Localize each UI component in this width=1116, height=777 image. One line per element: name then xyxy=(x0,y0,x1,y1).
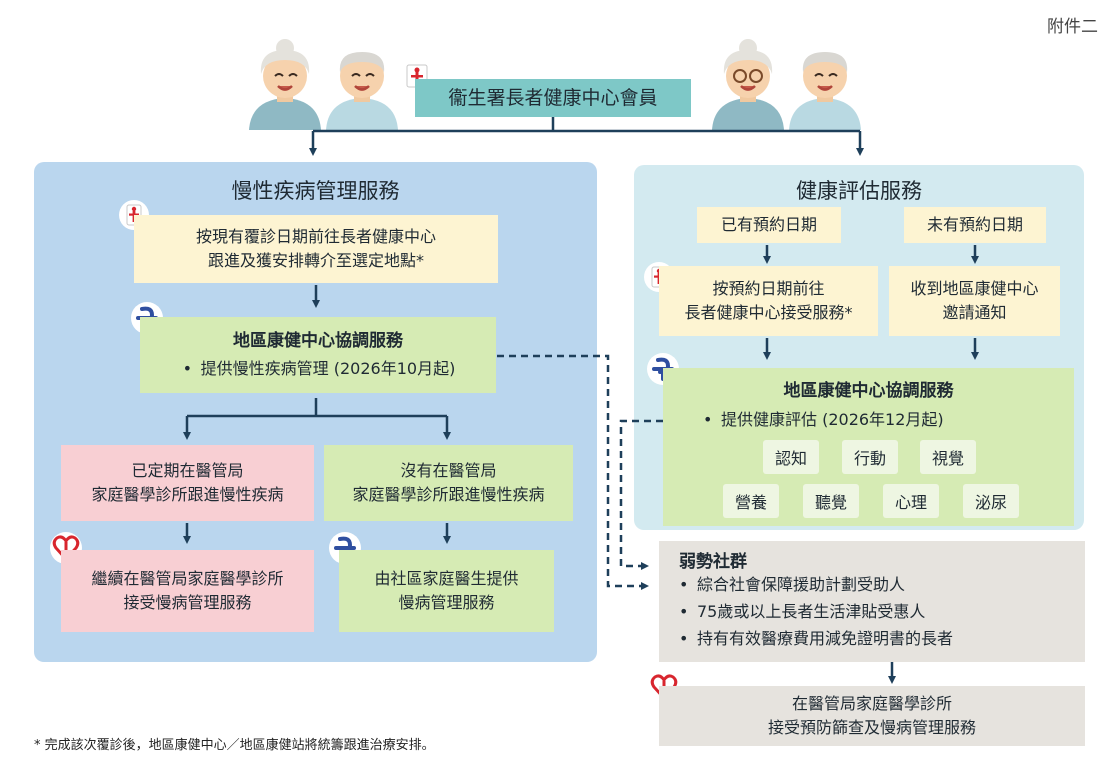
chronic-step1-box: 按現有覆診日期前往長者健康中心 跟進及獲安排轉介至選定地點* xyxy=(134,215,498,283)
assessment-dhc-box: 地區康健中心協調服務 提供健康評估 (2026年12月起) 認知 行動 視覺 營… xyxy=(663,368,1074,526)
chronic-dhc-title: 地區康健中心協調服務 xyxy=(233,331,403,351)
assessment-without-result-line1: 收到地區康健中心 xyxy=(910,279,1039,298)
chronic-dhc-box: 地區康健中心協調服務 提供慢性疾病管理 (2026年10月起) xyxy=(140,317,496,393)
elderly-woman-icon xyxy=(712,39,784,130)
footnote: * 完成該次覆診後，地區康健中心／地區康健站將統籌跟進治療安排。 xyxy=(34,738,435,753)
assessment-with-appt-box: 已有預約日期 xyxy=(697,207,841,243)
chronic-right-branch-box: 沒有在醫管局 家庭醫學診所跟進慢性疾病 xyxy=(324,445,573,521)
chronic-dhc-bullet: 提供慢性疾病管理 (2026年10月起) xyxy=(181,357,456,381)
vulnerable-item: 75歲或以上長者生活津貼受惠人 xyxy=(677,600,953,624)
elderly-man-icon xyxy=(326,52,398,130)
assessment-with-result-line2: 長者健康中心接受服務* xyxy=(684,303,853,322)
vulnerable-box: 弱勢社群 綜合社會保障援助計劃受助人 75歲或以上長者生活津貼受惠人 持有有效醫… xyxy=(659,541,1085,662)
assessment-without-result-box: 收到地區康健中心 邀請通知 xyxy=(889,266,1060,336)
assessment-with-result-box: 按預約日期前往 長者健康中心接受服務* xyxy=(659,266,878,336)
elderly-man-icon xyxy=(789,52,861,130)
final-box: 在醫管局家庭醫學診所 接受預防篩查及慢病管理服務 xyxy=(659,686,1085,746)
chronic-left-branch-line1: 已定期在醫管局 xyxy=(131,461,244,480)
chronic-title: 慢性疾病管理服務 xyxy=(231,179,400,203)
chronic-right-branch-line1: 沒有在醫管局 xyxy=(400,461,497,480)
chip-psychology: 心理 xyxy=(883,484,939,518)
assessment-without-appt-box: 未有預約日期 xyxy=(904,207,1046,243)
chip-hearing: 聽覺 xyxy=(803,484,859,518)
member-title-box: 衞生署長者健康中心會員 xyxy=(415,79,691,117)
assessment-with-appt: 已有預約日期 xyxy=(720,215,817,234)
chronic-left-result-line1: 繼續在醫管局家庭醫學診所 xyxy=(91,569,284,588)
elderly-woman-icon xyxy=(249,39,321,130)
chronic-step1-line1: 按現有覆診日期前往長者健康中心 xyxy=(195,227,436,246)
assessment-without-result-line2: 邀請通知 xyxy=(942,303,1007,322)
chip-mobility: 行動 xyxy=(842,440,898,474)
member-title: 衞生署長者健康中心會員 xyxy=(448,87,658,109)
chronic-left-branch-box: 已定期在醫管局 家庭醫學診所跟進慢性疾病 xyxy=(61,445,314,521)
assessment-title: 健康評估服務 xyxy=(796,179,922,203)
chronic-right-result-line2: 慢病管理服務 xyxy=(398,593,495,612)
vulnerable-title: 弱勢社群 xyxy=(679,552,747,572)
assessment-with-result-line1: 按預約日期前往 xyxy=(712,279,825,298)
assessment-dhc-title: 地區康健中心協調服務 xyxy=(783,381,954,401)
chronic-left-result-line2: 接受慢病管理服務 xyxy=(123,593,252,612)
chronic-right-result-line1: 由社區家庭醫生提供 xyxy=(374,569,519,588)
assessment-dhc-bullet: 提供健康評估 (2026年12月起) xyxy=(701,408,944,432)
final-line1: 在醫管局家庭醫學診所 xyxy=(791,694,952,713)
final-line2: 接受預防篩查及慢病管理服務 xyxy=(767,718,976,737)
chip-vision: 視覺 xyxy=(920,440,976,474)
chronic-right-result-box: 由社區家庭醫生提供 慢病管理服務 xyxy=(339,550,554,632)
vulnerable-item: 持有有效醫療費用減免證明書的長者 xyxy=(677,627,953,651)
chip-urology: 泌尿 xyxy=(963,484,1019,518)
assessment-without-appt: 未有預約日期 xyxy=(926,215,1023,234)
chip-nutrition: 營養 xyxy=(723,484,779,518)
chronic-left-result-box: 繼續在醫管局家庭醫學診所 接受慢病管理服務 xyxy=(61,550,314,632)
chronic-left-branch-line2: 家庭醫學診所跟進慢性疾病 xyxy=(91,485,284,504)
chronic-step1-line2: 跟進及獲安排轉介至選定地點* xyxy=(207,251,424,270)
vulnerable-item: 綜合社會保障援助計劃受助人 xyxy=(677,573,953,597)
annex-label: 附件二 xyxy=(1047,17,1098,37)
chip-cognition: 認知 xyxy=(763,440,819,474)
chronic-right-branch-line2: 家庭醫學診所跟進慢性疾病 xyxy=(352,485,545,504)
